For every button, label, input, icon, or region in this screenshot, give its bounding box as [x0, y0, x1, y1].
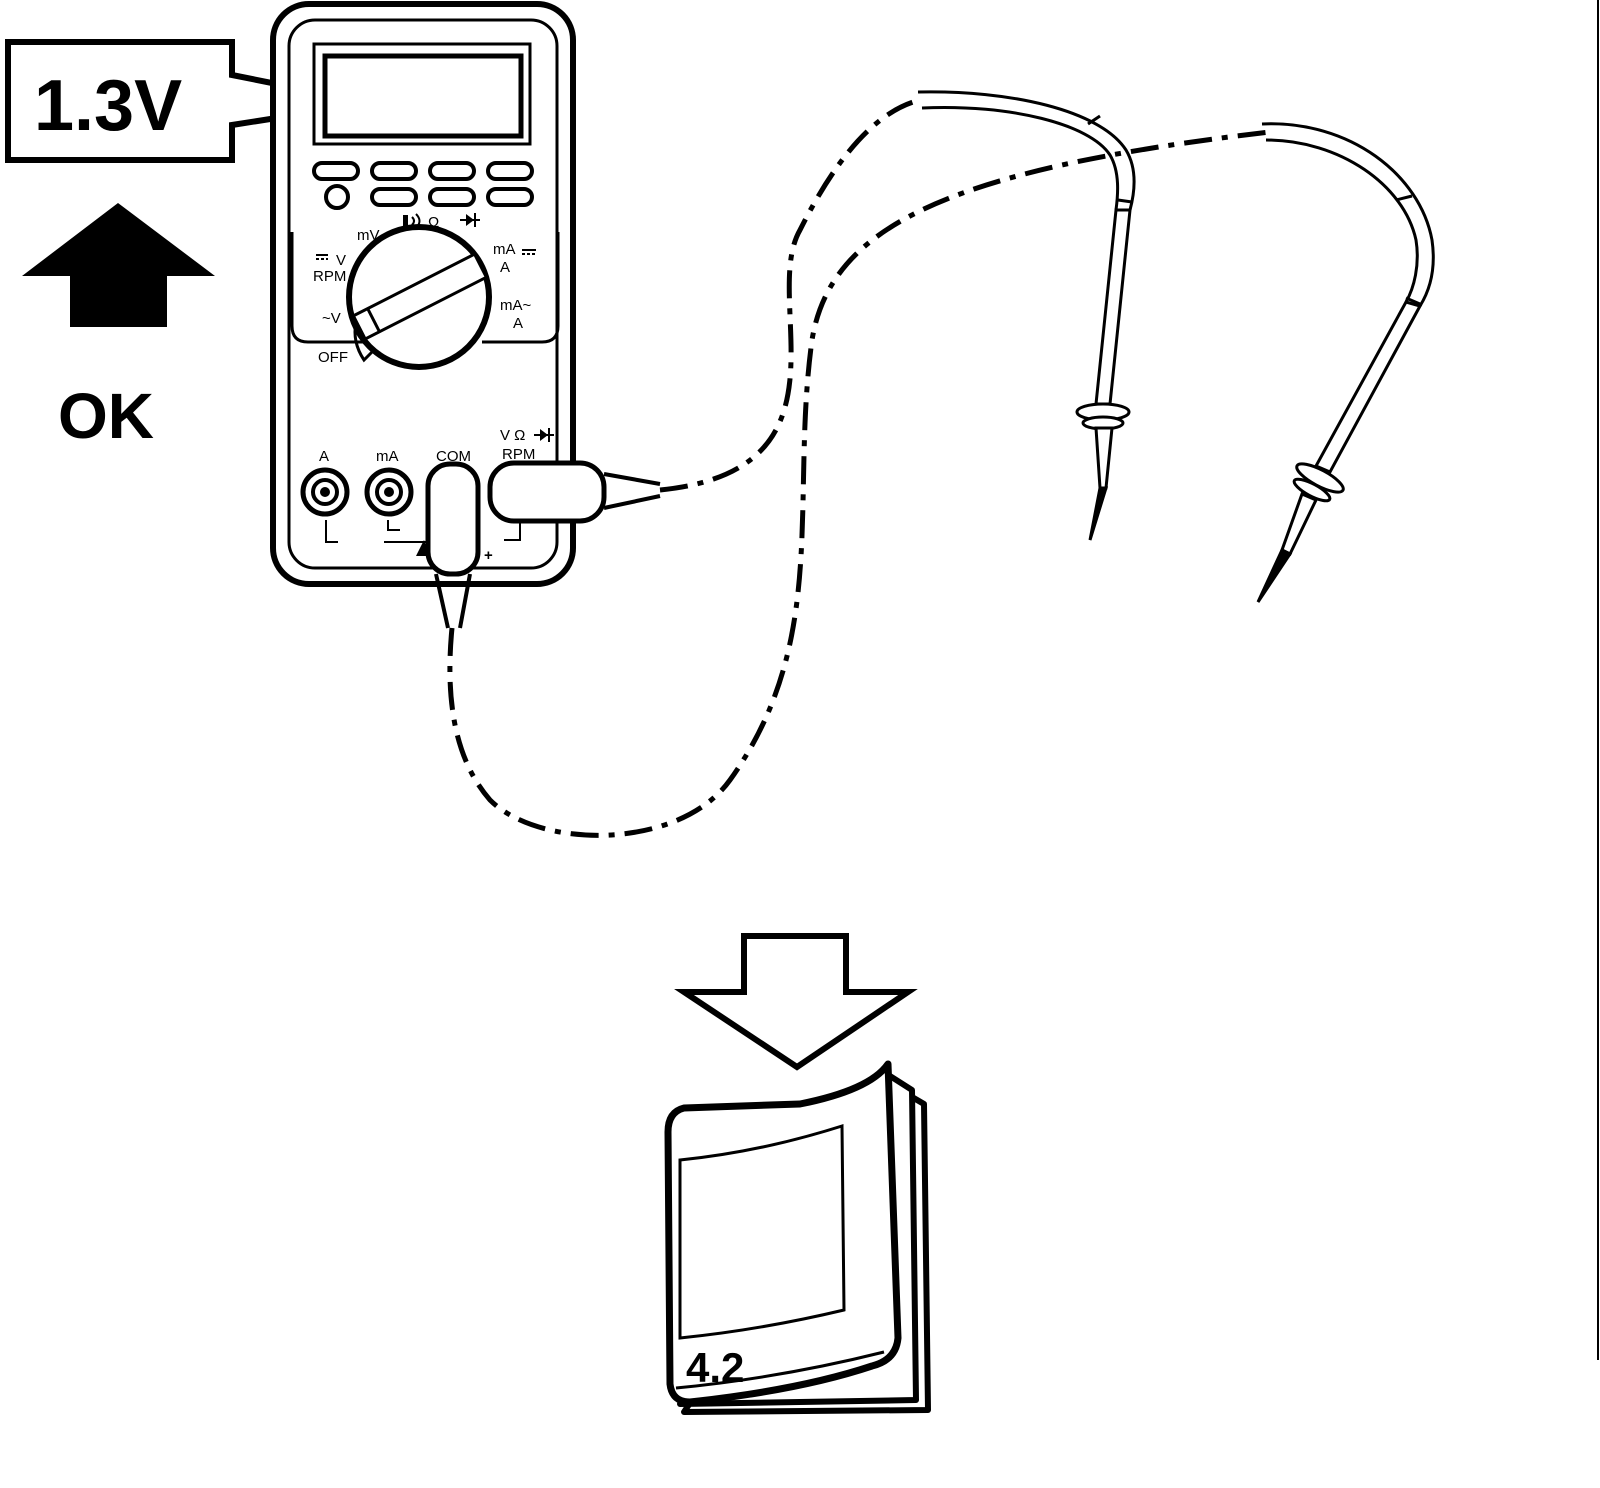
lead-com: [447, 129, 1271, 838]
test-leads: [447, 97, 1271, 838]
ok-indicator: OK: [22, 203, 215, 452]
dial-pointer-mark: [366, 307, 381, 333]
ok-label: OK: [58, 380, 154, 452]
display-screen: [322, 53, 524, 139]
booklet-cover-panel: [678, 1123, 846, 1340]
probe-1-tip: [1088, 486, 1109, 541]
manual-section-number: 4.2: [686, 1344, 744, 1391]
jack-bracket-left: [325, 520, 338, 543]
multimeter: mV Ω V RPM ~V OFF mA A mA~ A A mA COM: [270, 1, 661, 629]
probe-1-handle: [1094, 208, 1132, 406]
up-arrow-icon: [22, 203, 215, 327]
dc-symbol-icon-right: [522, 249, 536, 255]
rotary-dial[interactable]: [346, 224, 492, 370]
booklet-band: [675, 1350, 885, 1390]
label-jack-a: A: [319, 448, 329, 465]
probe-2-tip: [1256, 547, 1293, 603]
v-ohm-plug[interactable]: [487, 460, 607, 524]
diode-icon-jack: [534, 428, 554, 442]
jack-a[interactable]: [300, 467, 350, 517]
label-ohm: Ω: [428, 214, 439, 231]
meter-button-3[interactable]: [428, 161, 476, 181]
com-plug[interactable]: [425, 461, 481, 577]
label-mv: mV: [357, 227, 380, 244]
probe-cables: [917, 90, 1435, 307]
label-jack-com: COM: [436, 448, 471, 465]
meter-round-button[interactable]: [324, 184, 350, 210]
label-jack-ma: mA: [376, 448, 399, 465]
jack-ma[interactable]: [364, 467, 414, 517]
label-ma-ac: mA~: [500, 297, 532, 314]
dial-panel-outline: [290, 232, 560, 344]
label-ma-dc: mA: [493, 241, 516, 258]
probe-2-shaft: [1280, 491, 1319, 557]
label-jack-rpm: RPM: [502, 446, 535, 463]
manual-booklet: 4.2: [664, 1060, 931, 1415]
label-dc-v: V: [336, 252, 346, 269]
off-arrow-icon: [353, 321, 374, 363]
label-rpm: RPM: [313, 268, 346, 285]
reading-text: 1.3V: [34, 66, 182, 146]
v-ohm-plug-boot: [603, 472, 661, 510]
dc-symbol-icon: [316, 254, 328, 260]
meter-button-5[interactable]: [370, 187, 418, 207]
reading-callout: 1.3V: [5, 39, 373, 163]
meter-button-2[interactable]: [370, 161, 418, 181]
jack-bracket-mid: [384, 520, 430, 543]
dial-pointer: [351, 252, 489, 342]
meter-button-4[interactable]: [486, 161, 534, 181]
speaker-icon: [403, 213, 421, 229]
meter-button-6[interactable]: [428, 187, 476, 207]
probe-black: [1256, 300, 1423, 603]
polarity-plus-mark: +: [484, 547, 493, 564]
label-a-dc: A: [500, 259, 510, 276]
jack-bracket-right: [504, 520, 521, 541]
probe-1-shaft: [1094, 426, 1114, 490]
meter-button-7[interactable]: [486, 187, 534, 207]
probe-red: [1075, 208, 1132, 541]
label-jack-v-ohm: V Ω: [500, 427, 525, 444]
label-a-ac: A: [513, 315, 523, 332]
com-plug-boot: [434, 573, 472, 629]
diode-icon: [460, 213, 480, 227]
meter-button-1[interactable]: [312, 161, 360, 181]
label-off: OFF: [318, 349, 348, 366]
label-ac-v: ~V: [322, 310, 341, 327]
probe-2-guard-2: [1292, 477, 1332, 503]
down-arrow-icon: [674, 933, 918, 1071]
probe-2-handle: [1313, 300, 1423, 474]
lead-v-ohm: [659, 97, 921, 493]
